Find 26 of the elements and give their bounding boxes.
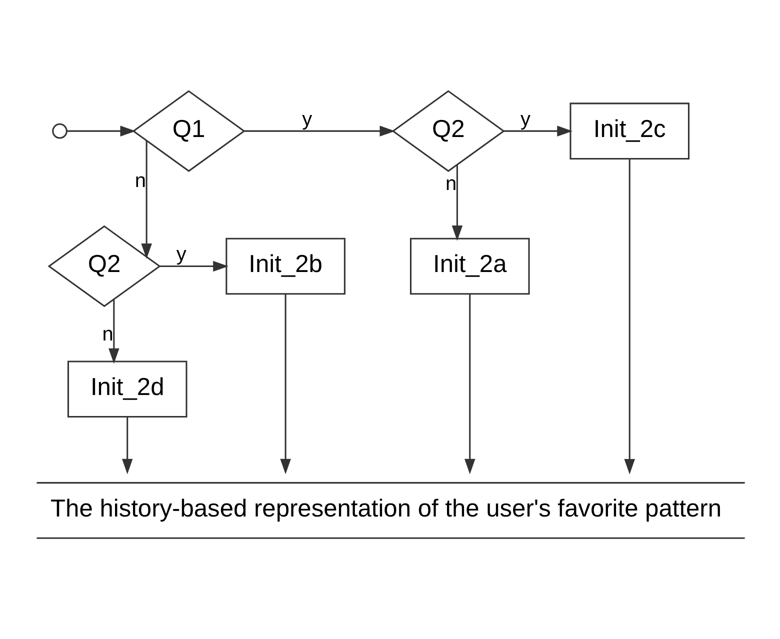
arrow <box>141 140 152 258</box>
arrow <box>122 416 133 474</box>
edge-label: n <box>446 172 457 195</box>
arrow <box>624 158 635 474</box>
node-box: Init_2b <box>226 237 346 294</box>
arrow <box>504 125 572 136</box>
edge-label: y <box>520 108 530 130</box>
arrow <box>464 294 476 474</box>
edge-label: y <box>176 243 186 266</box>
edge-label: n <box>102 322 114 345</box>
node-diamond: Q2 <box>392 90 505 172</box>
arrow <box>244 125 396 136</box>
node-text: The history-based representation of the user's favorite pattern <box>50 494 722 522</box>
node-diamond: Q2 <box>48 224 161 307</box>
edge-label: n <box>134 170 146 192</box>
node-box: Init_2c <box>570 102 690 159</box>
arrow <box>280 294 291 474</box>
arrow <box>160 260 228 272</box>
arrow <box>66 125 136 136</box>
edge-label: y <box>302 108 312 130</box>
node-box: Init_2d <box>67 360 188 418</box>
node-box: Init_2a <box>410 237 530 294</box>
node-circle <box>52 122 68 138</box>
arrow <box>452 164 463 240</box>
arrow <box>108 299 120 364</box>
node-diamond: Q1 <box>132 90 246 172</box>
